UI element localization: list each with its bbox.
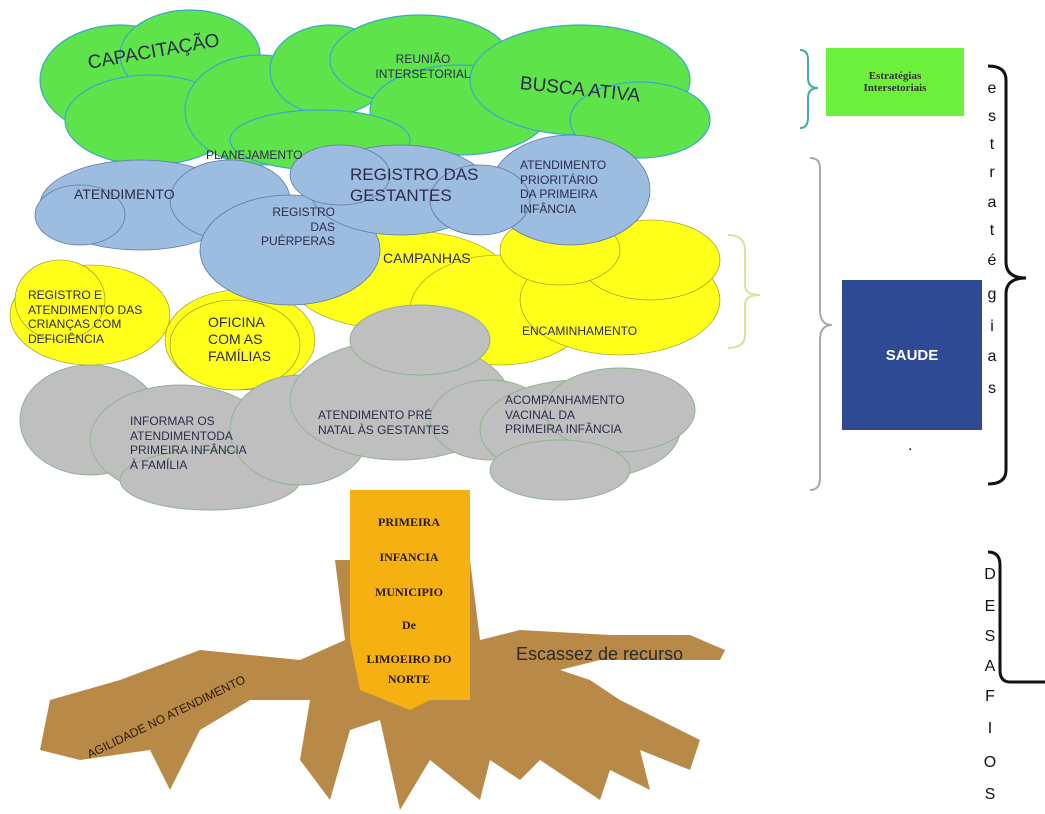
estrategias-intersetoriais-box: Estratégias Intersetoriais bbox=[826, 48, 964, 116]
desafios-letter: D bbox=[984, 566, 996, 583]
estrategias-letter: t bbox=[989, 136, 995, 153]
trunk-line-1: PRIMEIRA bbox=[378, 515, 440, 529]
tree-trunk bbox=[350, 490, 470, 710]
yellow-cloud-front bbox=[169, 299, 301, 391]
desafios-letter: O bbox=[983, 754, 997, 771]
saude-label: SAUDE bbox=[885, 346, 939, 364]
side-brackets bbox=[727, 49, 1045, 684]
label-reuniao-intersetorial: REUNIÃO INTERSETORIAL bbox=[375, 52, 471, 81]
label-atendimento-prioritario: ATENDIMENTO PRIORITÁRIO DA PRIMEIRA INFÂ… bbox=[520, 158, 607, 216]
estrategias-letter: s bbox=[988, 380, 996, 397]
label-planejamento: PLANEJAMENTO bbox=[206, 148, 303, 162]
black-bracket-estrategias bbox=[987, 64, 1027, 486]
label-campanhas: CAMPANHAS bbox=[383, 250, 471, 266]
estrategias-letter: t bbox=[989, 222, 995, 239]
label-capacitacao: CAPACITAÇÃO bbox=[86, 30, 222, 74]
green-cloud-layer bbox=[39, 9, 711, 171]
trunk-line-5: LIMOEIRO DO bbox=[366, 652, 452, 666]
saude-dot: . bbox=[908, 437, 913, 454]
estrategias-letter: s bbox=[988, 108, 996, 125]
desafios-letter: S bbox=[984, 786, 996, 803]
blue-cloud-layer bbox=[34, 134, 651, 306]
estrategias-letter: é bbox=[987, 252, 997, 269]
trunk-line-2: INFANCIA bbox=[379, 550, 439, 564]
desafios-letter: E bbox=[984, 598, 996, 615]
label-pre-natal: ATENDIMENTO PRÉ NATAL ÀS GESTANTES bbox=[318, 408, 449, 437]
estrategias-letter: i bbox=[990, 318, 994, 335]
gray-bracket bbox=[809, 157, 833, 491]
desafios-letter: A bbox=[984, 658, 996, 675]
estrategias-letter: r bbox=[989, 164, 995, 181]
saude-box: SAUDE bbox=[842, 280, 982, 430]
black-bracket-desafios bbox=[987, 550, 1045, 684]
trunk-line-4: De bbox=[402, 618, 416, 632]
desafios-letter: S bbox=[984, 628, 996, 645]
estrategias-letter: a bbox=[987, 348, 997, 365]
label-busca-ativa: BUSCA ATIVA bbox=[518, 73, 642, 107]
gray-cloud-layer bbox=[19, 304, 696, 511]
yellow-bracket bbox=[727, 234, 761, 349]
label-encaminhamento: ENCAMINHAMENTO bbox=[522, 324, 638, 338]
estrategias-letter: a bbox=[987, 194, 997, 211]
label-registro-puerperas: REGISTRO DAS PUÉRPERAS bbox=[260, 205, 335, 249]
label-agilidade: AGILIDADE NO ATENDIMENTO bbox=[84, 672, 248, 762]
desafios-letter: F bbox=[985, 688, 995, 705]
desafios-letter: I bbox=[987, 720, 993, 737]
trunk-line-6: NORTE bbox=[387, 672, 431, 686]
trunk-line-3: MUNICIPIO bbox=[375, 585, 443, 599]
label-escassez: Escassez de recurso bbox=[516, 644, 684, 664]
label-registro-gestantes: REGISTRO DAS GESTANTES bbox=[350, 165, 479, 205]
label-oficina: OFICINA COM AS FAMÍLIAS bbox=[208, 314, 272, 365]
label-registro-criancas: REGISTRO E ATENDIMENTO DAS CRIANÇAS COM … bbox=[28, 288, 143, 346]
label-atendimento: ATENDIMENTO bbox=[74, 186, 175, 202]
label-informar: INFORMAR OS ATENDIMENTODA PRIMEIRA INFÂN… bbox=[130, 414, 247, 472]
estrategias-letter: e bbox=[987, 80, 997, 97]
green-bracket bbox=[799, 49, 819, 129]
estrategias-letter: g bbox=[987, 286, 997, 303]
label-vacinal: ACOMPANHAMENTO VACINAL DA PRIMEIRA INFÂN… bbox=[505, 393, 625, 437]
